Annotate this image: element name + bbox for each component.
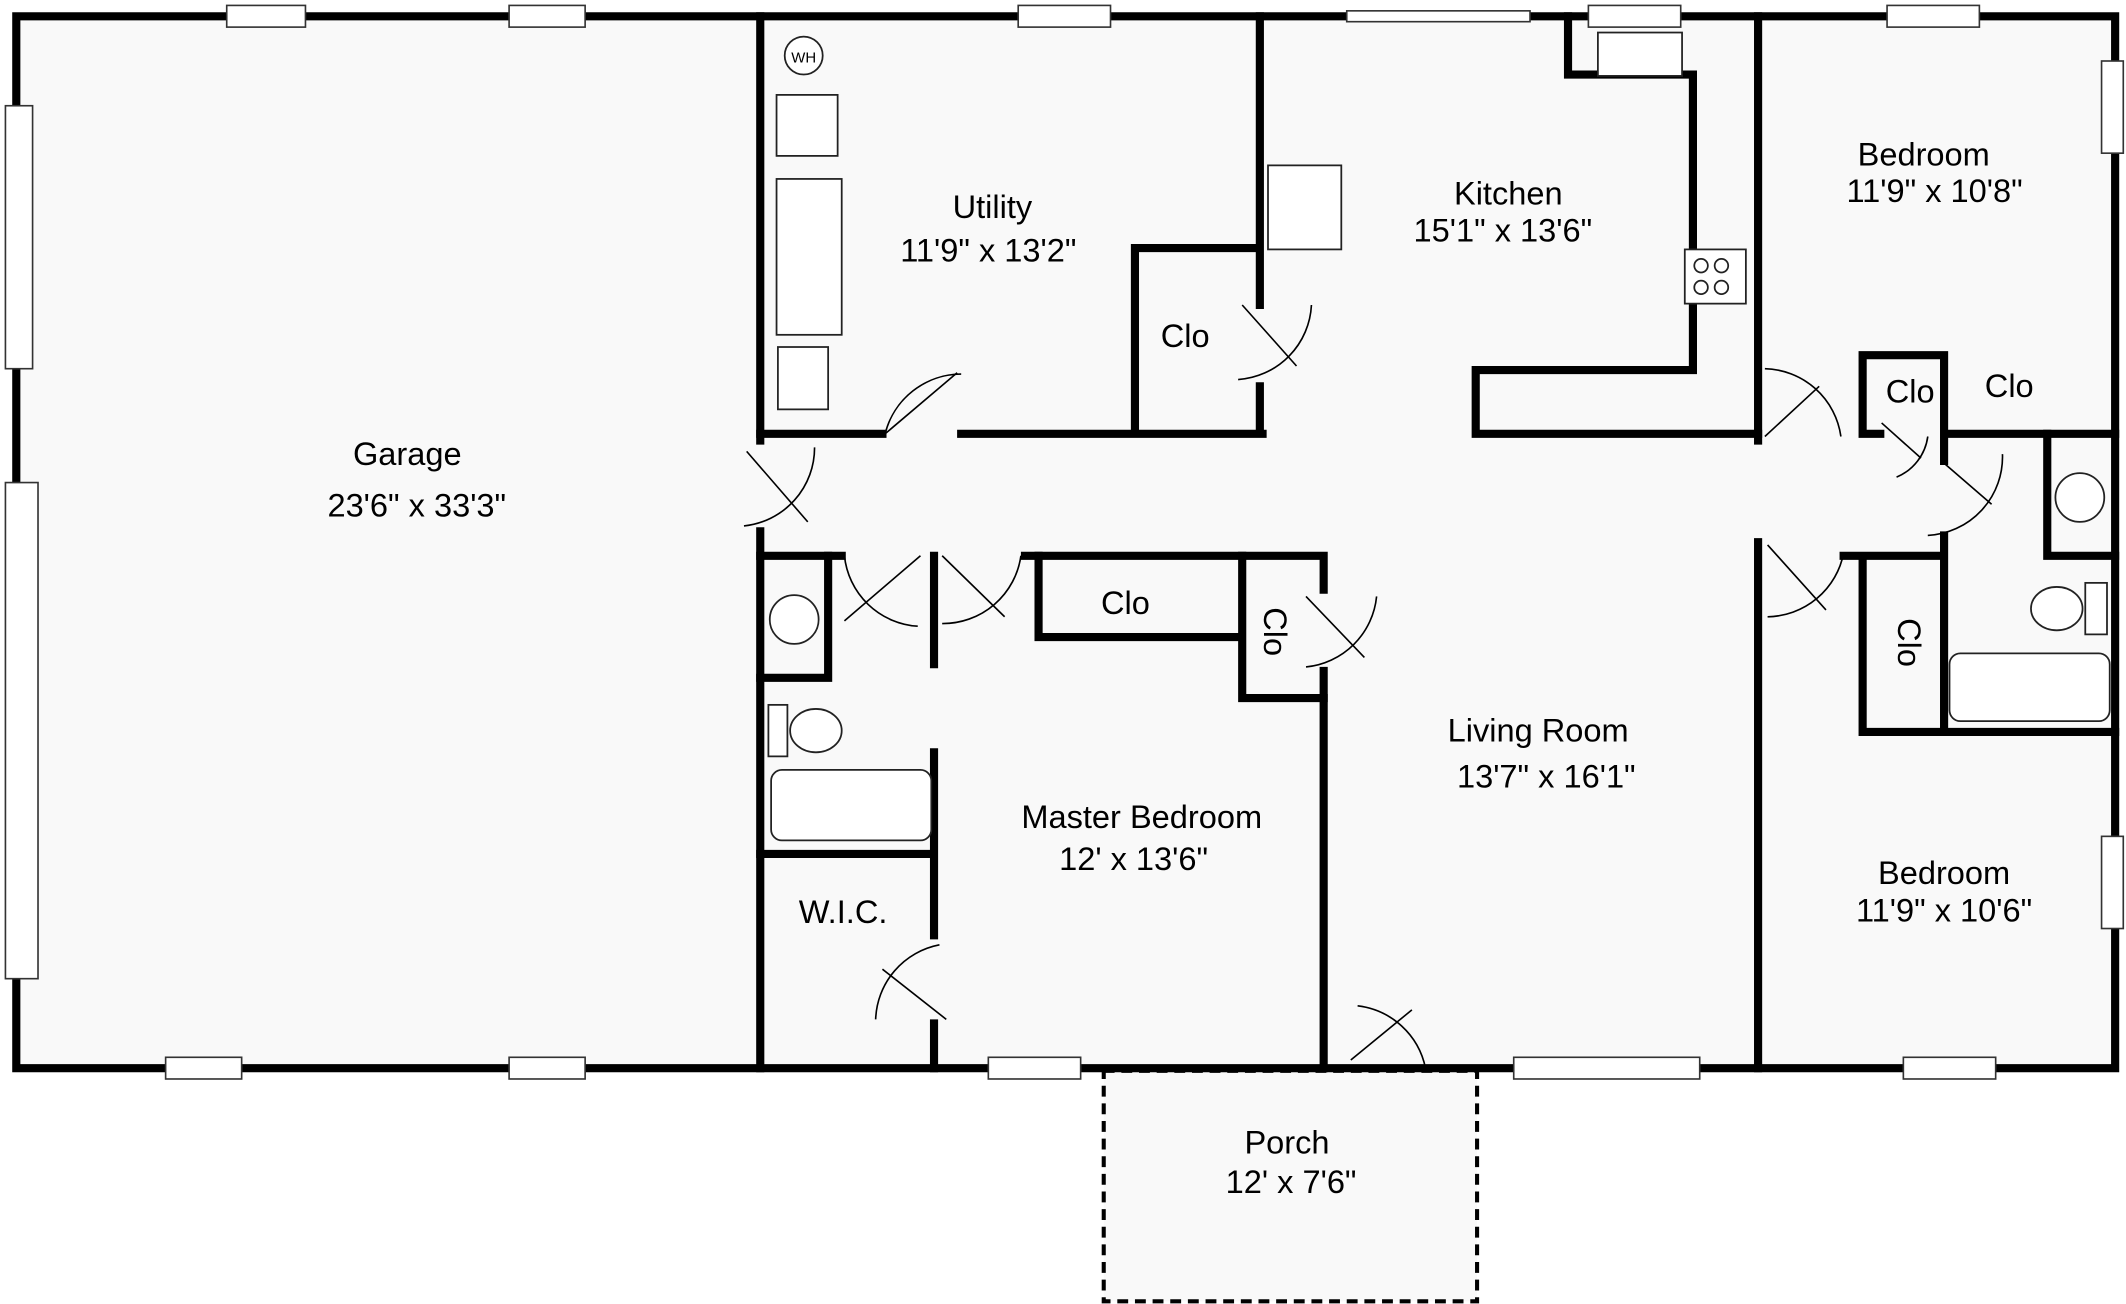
bedroom-1-name: Bedroom: [1858, 136, 1990, 172]
closet-label: Clo: [1985, 368, 2034, 404]
window: [987, 1056, 1082, 1080]
porch-name: Porch: [1244, 1125, 1329, 1161]
window: [2100, 835, 2125, 930]
window: [225, 4, 307, 28]
fixtures: WH: [767, 31, 2111, 842]
living-room-size: 13'7" x 16'1": [1457, 759, 1636, 795]
door: [1881, 422, 1929, 478]
washer-icon: [775, 94, 839, 157]
door: [1350, 1004, 1427, 1069]
living-room-name: Living Room: [1448, 712, 1629, 748]
door: [1238, 304, 1313, 381]
window: [2100, 60, 2125, 154]
water-heater-icon: WH: [783, 35, 824, 76]
window: [1587, 4, 1682, 28]
window: [508, 4, 586, 28]
bathtub-icon: [770, 769, 933, 842]
window: [1017, 4, 1112, 28]
walk-in-closet-label: W.I.C.: [799, 894, 888, 930]
toilet-icon: [2030, 581, 2108, 636]
door: [941, 555, 1022, 625]
closet-label: Clo: [1101, 585, 1150, 621]
door: [874, 943, 947, 1020]
refrigerator-icon: [1267, 164, 1343, 251]
bedroom-2-size: 11'9" x 10'6": [1856, 893, 2032, 929]
garage-name: Garage: [353, 436, 462, 472]
closet-label: Clo: [1257, 607, 1293, 656]
door: [743, 447, 816, 527]
floor-fill: [16, 16, 2116, 1302]
master-bedroom-size: 12' x 13'6": [1059, 841, 1208, 877]
window: [1512, 1056, 1701, 1080]
master-bedroom-name: Master Bedroom: [1021, 799, 1262, 835]
doors: [743, 304, 2004, 1069]
door: [1766, 544, 1845, 618]
bathtub-icon: [1948, 652, 2111, 723]
windows: [4, 4, 2125, 1080]
stove-icon: [1683, 248, 1747, 305]
window: [1345, 10, 1531, 23]
bedroom-2-name: Bedroom: [1878, 855, 2010, 891]
bedroom-1-size: 11'9" x 10'8": [1846, 173, 2022, 209]
window: [1886, 4, 1981, 28]
porch-outline: [1101, 1068, 1480, 1304]
window: [164, 1056, 243, 1080]
door: [1764, 367, 1842, 438]
sink-icon: [768, 594, 820, 645]
door: [884, 372, 962, 435]
window: [4, 104, 34, 370]
water-heater-label: WH: [791, 49, 816, 66]
utility-sink-icon: [777, 346, 830, 411]
kitchen-name: Kitchen: [1454, 176, 1563, 212]
closet-label: Clo: [1886, 374, 1935, 410]
kitchen-sink-icon: [1597, 31, 1683, 77]
window: [508, 1056, 586, 1080]
toilet-icon: [767, 703, 843, 758]
closet-label: Clo: [1161, 318, 1210, 354]
door: [843, 555, 921, 628]
window: [4, 481, 39, 980]
porch-size: 12' x 7'6": [1226, 1164, 1357, 1200]
garage-size: 23'6" x 33'3": [327, 487, 506, 523]
kitchen-size: 15'1" x 13'6": [1414, 212, 1593, 248]
utility-size: 11'9" x 13'2": [900, 233, 1076, 269]
door: [1305, 595, 1378, 668]
closet-label: Clo: [1891, 618, 1927, 667]
window: [1902, 1056, 1997, 1080]
room-labels: Garage 23'6" x 33'3" Utility 11'9" x 13'…: [327, 136, 2033, 1199]
door: [1927, 454, 2004, 537]
dryer-icon: [775, 178, 843, 336]
utility-name: Utility: [953, 189, 1033, 225]
sink-icon: [2054, 472, 2106, 523]
